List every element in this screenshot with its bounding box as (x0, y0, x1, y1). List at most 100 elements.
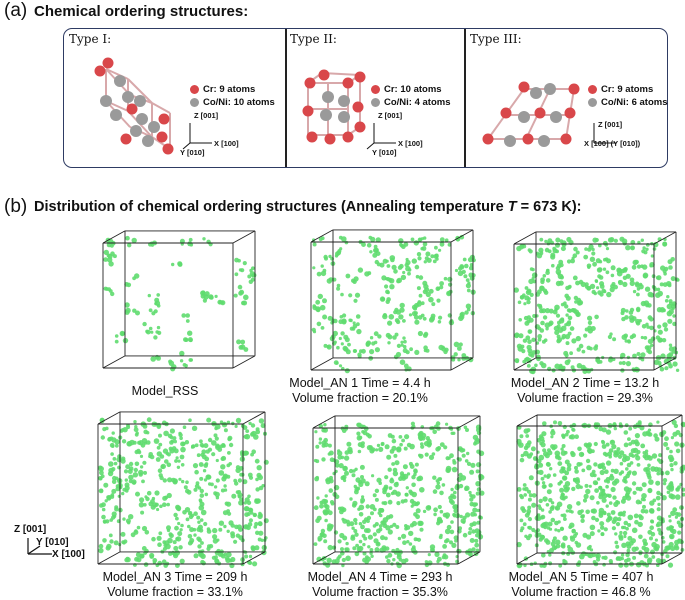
cluster-atom (647, 291, 654, 298)
cluster-atom (181, 313, 186, 318)
cluster-atom (468, 265, 474, 271)
cluster-atom (134, 529, 138, 533)
cluster-atom (657, 324, 662, 329)
cluster-atom (565, 313, 569, 317)
cluster-atom (399, 307, 405, 313)
model-6-title: Model_AN 5 Time = 407 h (508, 570, 654, 584)
cluster-atom (423, 348, 428, 353)
cluster-atom (119, 330, 126, 337)
box-edge (450, 229, 474, 243)
cluster-atom (411, 258, 417, 264)
cluster-atom (610, 510, 616, 515)
cluster-atom (213, 433, 218, 438)
cluster-atom (613, 550, 618, 555)
cluster-atom (572, 477, 577, 482)
cluster-atom (649, 317, 654, 322)
cluster-atom (548, 510, 552, 514)
cluster-atom (631, 470, 638, 476)
cluster-atom (113, 514, 117, 519)
cluster-atom (549, 467, 553, 471)
cluster-atom (445, 422, 449, 426)
box-edge (102, 355, 126, 369)
cluster-atom (401, 438, 405, 443)
cluster-atom (650, 466, 656, 472)
cluster-atom (564, 359, 570, 366)
cluster-atom (635, 486, 640, 491)
cluster-atom (438, 477, 443, 481)
cluster-atom (238, 466, 244, 471)
cluster-atom (203, 463, 208, 468)
cluster-atom (317, 537, 322, 542)
cluster-atom (124, 309, 130, 315)
cluster-atom (373, 247, 379, 253)
cluster-atom (173, 553, 179, 559)
cluster-atom (622, 530, 628, 536)
cluster-atom (574, 434, 579, 440)
cluster-atom (658, 453, 663, 458)
cluster-atom (559, 468, 564, 474)
cluster-atom (376, 541, 380, 546)
cluster-atom (622, 525, 627, 530)
cluster-atom (218, 520, 225, 526)
cluster-atom (457, 346, 462, 351)
cluster-atom (547, 521, 553, 527)
cluster-atom (392, 335, 397, 340)
cluster-atom (612, 357, 616, 362)
model-5-fraction: Volume fraction = 35.3% (312, 585, 448, 599)
cluster-atom (564, 495, 568, 499)
cluster-atom (624, 339, 628, 343)
cluster-atom (407, 271, 411, 276)
cluster-atom (587, 552, 594, 559)
cluster-atom (525, 434, 530, 438)
cluster-atom (201, 560, 206, 566)
cluster-atom (562, 558, 566, 563)
cluster-atom (337, 554, 342, 559)
cluster-atom (640, 335, 644, 340)
cluster-atom (347, 342, 351, 347)
type-2-label: Type II: (290, 32, 337, 46)
cluster-atom (471, 547, 476, 552)
cluster-atom (100, 435, 106, 440)
type-1-axis-z: Z [001] (194, 111, 219, 120)
cluster-atom (602, 562, 606, 567)
type-1-axis-triad (182, 123, 212, 150)
cluster-atom (607, 515, 612, 521)
cluster-atom (178, 432, 183, 438)
cluster-atom (401, 558, 407, 565)
cluster-atom (244, 433, 251, 440)
cluster-atom (519, 434, 524, 439)
cluster-atom (184, 440, 190, 445)
cluster-atom (344, 547, 350, 553)
cluster-atom (379, 262, 385, 268)
cluster-atom (647, 559, 652, 565)
cluster-atom (587, 265, 591, 269)
cluster-atom (545, 503, 550, 507)
cluster-atom (201, 449, 207, 455)
type-1-cr-legend: Cr: 9 atoms (190, 84, 255, 95)
cluster-atom (594, 344, 599, 348)
cluster-atom (416, 301, 422, 307)
cluster-atom (230, 523, 235, 528)
cluster-atom (622, 281, 628, 287)
cluster-atom (636, 463, 641, 467)
cluster-atom (454, 513, 461, 519)
cluster-atom (459, 514, 463, 519)
cluster-atom (594, 422, 598, 426)
cluster-atom (172, 436, 177, 441)
cluster-atom (606, 258, 611, 264)
cluster-atom (668, 514, 672, 518)
cluster-atom (375, 237, 381, 243)
cluster-atom (566, 463, 572, 468)
cluster-atom (603, 555, 608, 560)
cluster-atom (670, 546, 676, 552)
cluster-atom (314, 430, 318, 434)
cluster-atom (435, 446, 441, 452)
cluster-atom (414, 349, 420, 355)
cluster-atom (476, 508, 480, 513)
cluster-atom (236, 339, 242, 345)
cluster-atom (323, 423, 327, 427)
model-5-title: Model_AN 4 Time = 293 h (307, 570, 453, 584)
cluster-atom (652, 498, 657, 503)
cluster-atom (587, 449, 593, 454)
cluster-atom (366, 340, 372, 346)
